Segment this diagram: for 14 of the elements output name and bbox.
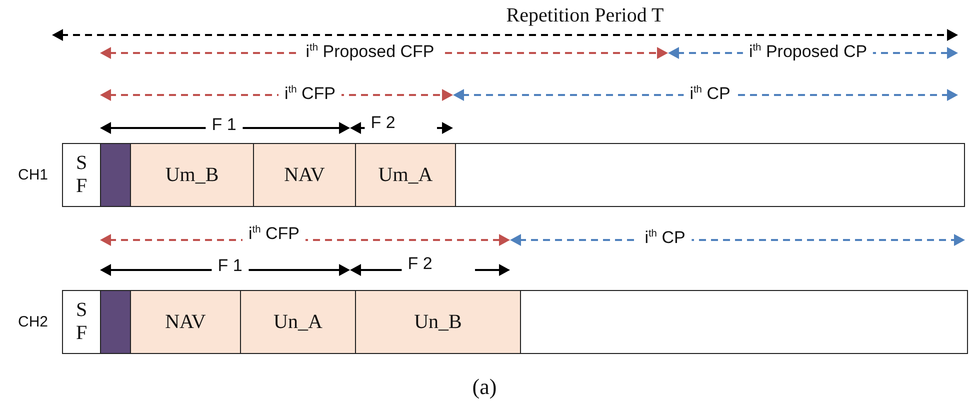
caption: (a) xyxy=(471,374,498,400)
channel-label: CH1 xyxy=(18,166,48,184)
slot-cell: Un_A xyxy=(241,291,356,353)
beacon-bar xyxy=(101,291,131,353)
slot-cell: Um_B xyxy=(131,144,254,206)
dimension-label: i$^{th}$ CFP xyxy=(242,224,306,244)
dimension-label: i$^{th}$ Proposed CFP xyxy=(300,42,440,62)
slot-cell: Un_B xyxy=(356,291,521,353)
slot-cell: Um_A xyxy=(356,144,456,206)
dimension-label: i$^{th}$ Proposed CP xyxy=(742,42,874,62)
slot-cell: NAV xyxy=(254,144,356,206)
slot-cell: NAV xyxy=(131,291,241,353)
channel-label: CH2 xyxy=(18,314,48,330)
beacon-bar xyxy=(101,144,131,206)
